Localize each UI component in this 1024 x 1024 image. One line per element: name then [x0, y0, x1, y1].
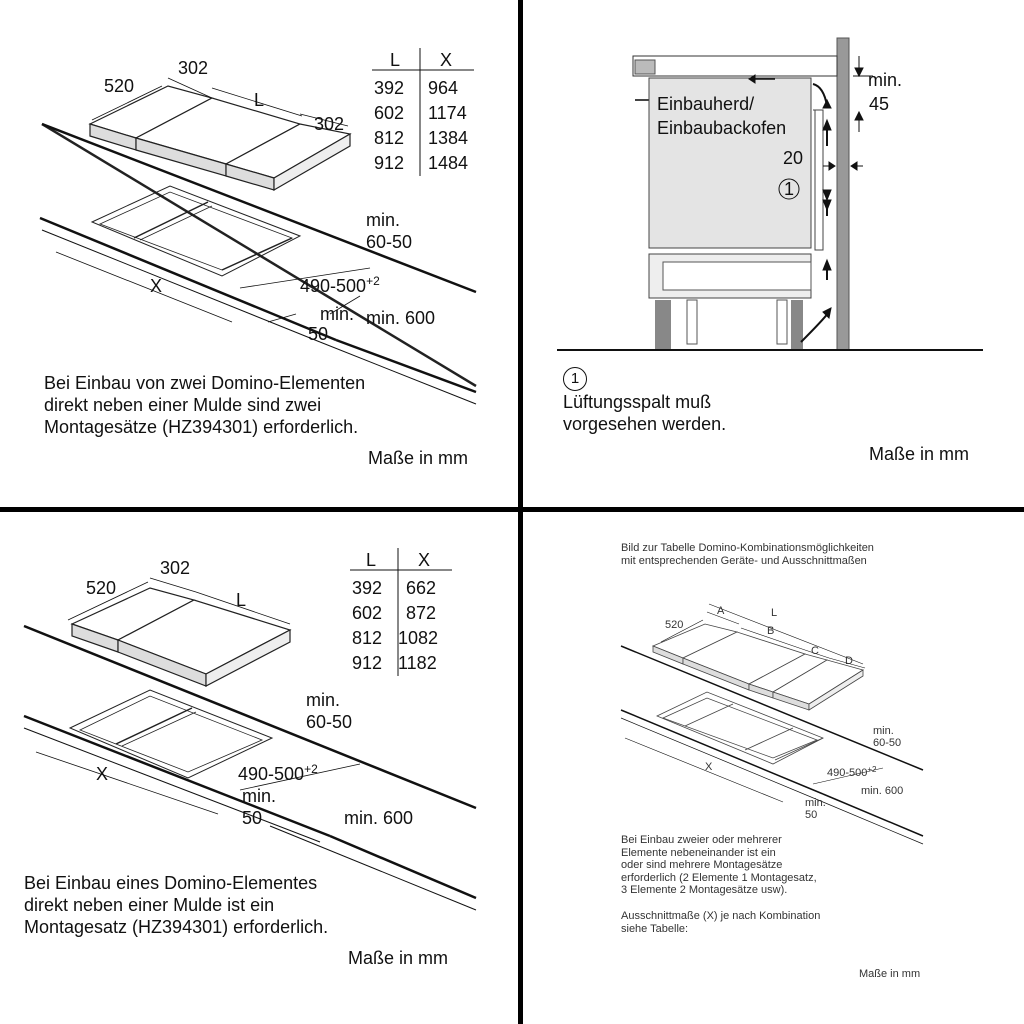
table-header-l: L — [390, 50, 400, 70]
panel-oven-ventilation: 1 Einbauherd/ Einbaubackofen min. 45 20 … — [523, 0, 1024, 508]
dim-cutout-min-label: min. — [366, 210, 400, 230]
table-cell: 1484 — [428, 153, 468, 173]
table-cell: 602 — [352, 603, 382, 623]
dim-worktop-min: min. 600 — [344, 808, 413, 828]
combination-note: Bei Einbau zweier oder mehrerer Elemente… — [621, 834, 817, 896]
table-header-x: X — [418, 550, 430, 570]
gap-value: 20 — [783, 148, 803, 168]
table-header-l: L — [366, 550, 376, 570]
dim-depth: 520 — [104, 76, 134, 96]
table-cell: 392 — [352, 578, 382, 598]
combination-drawing: 520 A L B C D min. 60-50 X 490-500+2 min… — [620, 603, 924, 845]
vertical-divider — [518, 0, 523, 1024]
dim-c: C — [811, 645, 819, 657]
dim-depth: 520 — [86, 578, 116, 598]
table-cell: 602 — [374, 103, 404, 123]
table-cell: 812 — [352, 628, 382, 648]
unit-label-1: Maße in mm — [368, 448, 469, 468]
dim-cutout-x: X — [705, 761, 713, 773]
dim-cutout-depth: 490-500+2 — [300, 274, 380, 296]
table-cell: 1174 — [428, 103, 467, 123]
table-cell: 392 — [374, 78, 404, 98]
dim-edge-min-value: 50 — [805, 809, 817, 821]
panel-two-dominos-beside-hob: 520 302 L 302 min. 60-50 X 490-500+2 min… — [0, 0, 519, 508]
panel-domino-combinations: Bild zur Tabelle Domino-Kombinationsmögl… — [523, 512, 1024, 1024]
dim-element-width: 302 — [178, 58, 208, 78]
dim-a: A — [717, 605, 725, 617]
dim-length: L — [254, 90, 264, 110]
dim-cutout-min-value: 60-50 — [366, 232, 412, 252]
oven-label-line2: Einbaubackofen — [657, 118, 786, 138]
installation-drawing-1: 520 302 L 302 min. 60-50 X 490-500+2 min… — [39, 48, 477, 405]
vent-marker: 1 — [784, 179, 794, 199]
dim-edge-min-label: min. — [242, 786, 276, 806]
horizontal-divider — [0, 507, 1024, 512]
dim-edge-min-value: 50 — [308, 324, 328, 344]
dim-depth: 520 — [665, 619, 683, 631]
unit-label-4: Maße in mm — [859, 968, 921, 980]
min-value: 45 — [869, 94, 889, 114]
dim-cutout-depth: 490-500+2 — [827, 765, 877, 779]
dim-worktop-min: min. 600 — [366, 308, 435, 328]
dim-cutout-min-value: 60-50 — [873, 737, 901, 749]
installation-drawing-3: 520 302 L min. 60-50 X 490-500+2 min. 50… — [23, 548, 477, 911]
table-cell: 662 — [406, 578, 436, 598]
combination-caption: Bild zur Tabelle Domino-Kombinationsmögl… — [621, 542, 874, 567]
dim-worktop-min: min. 600 — [861, 785, 903, 797]
dim-cutout-min-label: min. — [873, 725, 894, 737]
dim-cutout-depth: 490-500+2 — [238, 762, 318, 784]
dimension-table-1: L X 392 964 602 1174 812 1384 912 1484 — [372, 48, 474, 176]
dimension-table-3: L X 392 662 602 872 812 1082 912 1182 — [350, 548, 452, 676]
cutout-note: Ausschnittmaße (X) je nach Kombination s… — [621, 910, 821, 935]
table-cell: 872 — [406, 603, 436, 623]
dim-element-width-right: 302 — [314, 114, 344, 134]
panel-one-domino-beside-hob: 520 302 L min. 60-50 X 490-500+2 min. 50… — [0, 512, 519, 1024]
installation-note-3: Bei Einbau eines Domino-Elementes direkt… — [24, 873, 329, 937]
table-cell: 1082 — [398, 628, 438, 648]
unit-label-3: Maße in mm — [348, 948, 449, 968]
ventilation-note: 1 Lüftungsspalt muß vorgesehen werden. — [563, 366, 726, 435]
dim-cutout-min-label: min. — [306, 690, 340, 710]
table-cell: 1182 — [398, 653, 437, 673]
oven-label-line1: Einbauherd/ — [657, 94, 754, 114]
table-cell: 912 — [352, 653, 382, 673]
dim-edge-min-value: 50 — [242, 808, 262, 828]
table-cell: 964 — [428, 78, 458, 98]
table-cell: 1384 — [428, 128, 468, 148]
table-cell: 912 — [374, 153, 404, 173]
dim-edge-min-label: min. — [320, 304, 354, 324]
dim-element-width: 302 — [160, 558, 190, 578]
table-header-x: X — [440, 50, 452, 70]
dim-length: L — [236, 590, 246, 610]
dim-edge-min-label: min. — [805, 797, 826, 809]
installation-note-1: Bei Einbau von zwei Domino-Elementen dir… — [44, 373, 366, 437]
dim-cutout-x: X — [150, 276, 162, 296]
dim-cutout-x: X — [96, 764, 108, 784]
oven-section-drawing: 1 Einbauherd/ Einbaubackofen min. 45 20 — [557, 37, 983, 351]
dim-d: D — [845, 655, 853, 667]
unit-label-2: Maße in mm — [869, 444, 970, 464]
dim-l: L — [771, 607, 777, 619]
min-label: min. — [868, 70, 902, 90]
dim-b: B — [767, 625, 774, 637]
table-cell: 812 — [374, 128, 404, 148]
note-marker: 1 — [563, 367, 587, 391]
dim-cutout-min-value: 60-50 — [306, 712, 352, 732]
